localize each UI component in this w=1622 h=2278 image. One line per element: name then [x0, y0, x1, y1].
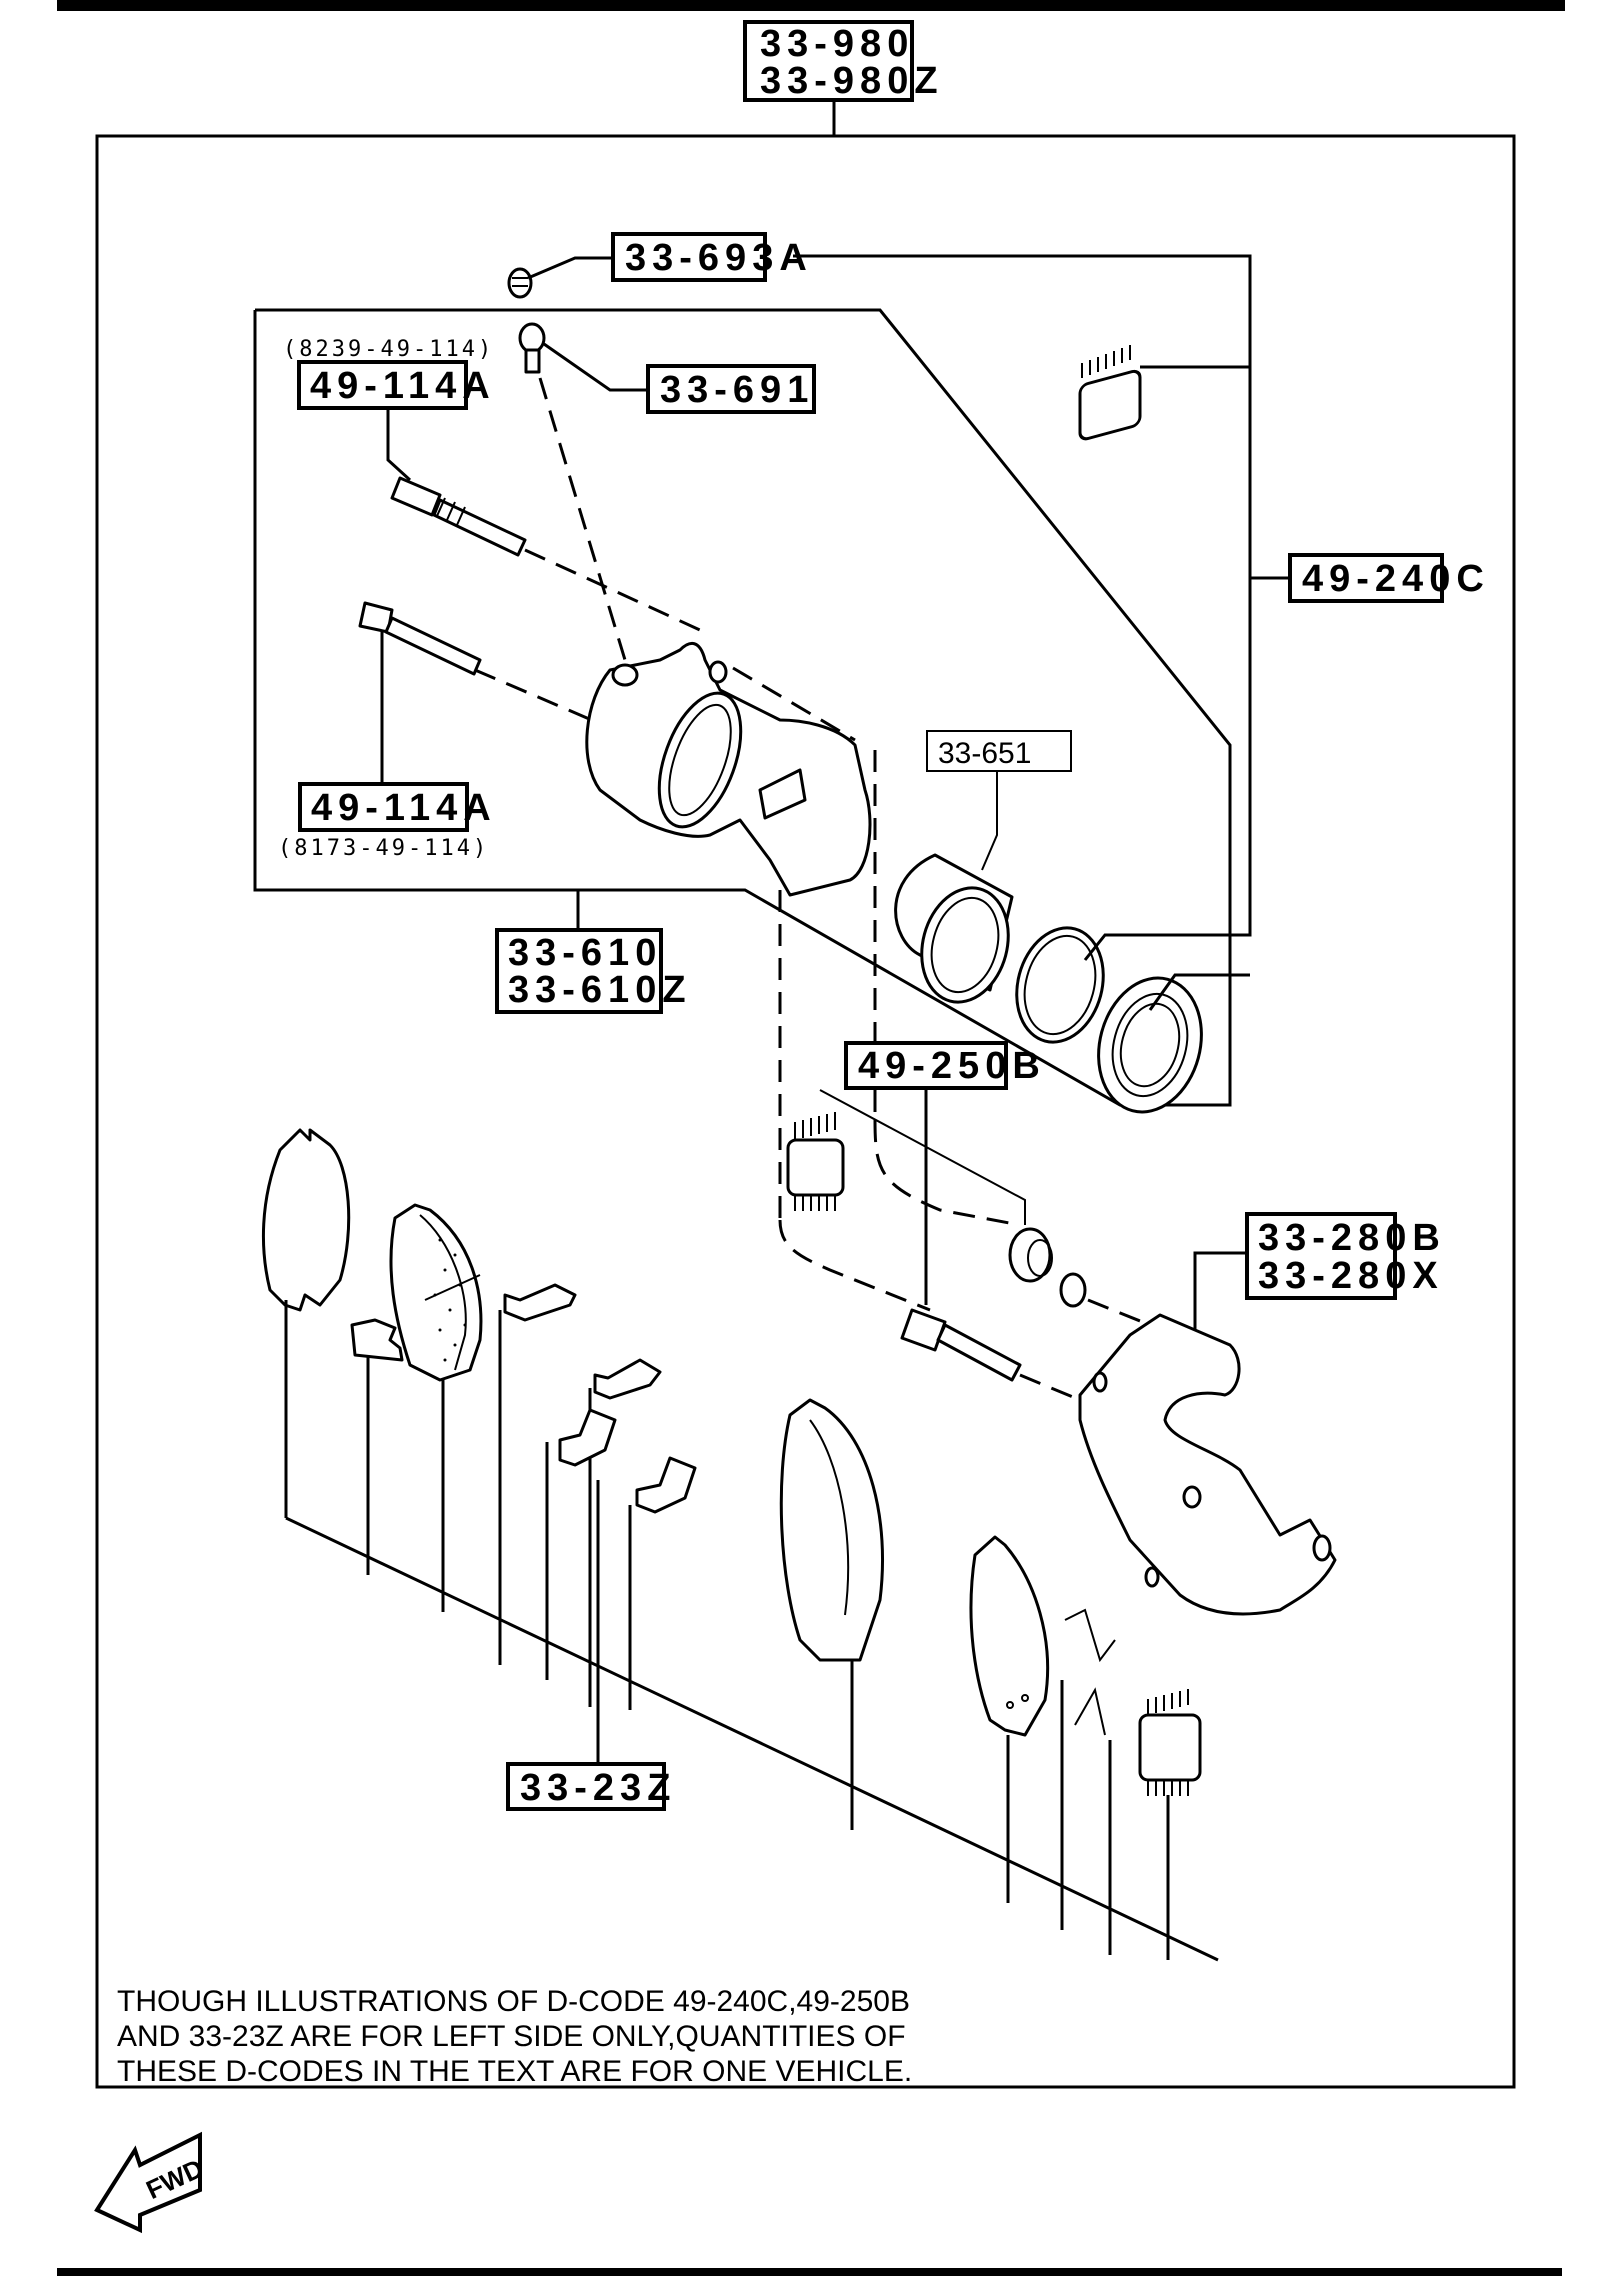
assembly-label-line1: 33-980 — [760, 23, 914, 65]
pad-set-label: 33-23Z — [520, 1767, 676, 1809]
footnote-line3: THESE D-CODES IN THE TEXT ARE FOR ONE VE… — [117, 2055, 912, 2088]
footnote-line1: THOUGH ILLUSTRATIONS OF D-CODE 49-240C,4… — [117, 1985, 910, 2018]
caliper-body-label-line2: 33-610Z — [508, 969, 692, 1011]
grease-packet-icon — [1078, 345, 1142, 441]
mounting-support-part — [1078, 1313, 1337, 1616]
callout-boot-kit[interactable]: 49-250B — [844, 1041, 1046, 1090]
mounting-support-label-line1: 33-280B — [1258, 1217, 1446, 1259]
anti-rattle-clip-2-part — [593, 1358, 662, 1400]
callout-mounting-support[interactable]: 33-280B 33-280X — [1245, 1212, 1446, 1300]
brake-pad-inner-part — [389, 1203, 483, 1382]
guide-pin-lower-subcode: (8173-49-114) — [278, 836, 489, 861]
dust-boot-part — [1097, 976, 1203, 1114]
fwd-arrow-icon: FWD — [94, 2131, 208, 2234]
anti-rattle-clip-3-part — [558, 1408, 617, 1467]
callout-piston[interactable]: 33-651 — [926, 730, 1072, 772]
callout-seal-kit[interactable]: 49-240C — [1288, 553, 1490, 603]
pad-clip-part — [350, 1318, 404, 1362]
anti-rattle-clip-1-part — [503, 1283, 577, 1322]
mounting-support-label-line2: 33-280X — [1258, 1255, 1444, 1297]
guide-boot-part — [1008, 1227, 1053, 1283]
caliper-body-label-line1: 33-610 — [508, 932, 662, 974]
guide-pin-lower-label: 49-114A — [311, 787, 497, 829]
guide-pin-upper-part — [390, 476, 527, 557]
boot-kit-label: 49-250B — [858, 1045, 1046, 1087]
guide-pin-part — [900, 1308, 1022, 1382]
wear-indicator-part — [1064, 1608, 1116, 1736]
anti-rattle-clip-4-part — [635, 1456, 697, 1514]
caliper-body-part — [585, 642, 872, 897]
guide-pin-upper-label: 49-114A — [310, 365, 496, 407]
brake-pad-outer-part — [779, 1398, 884, 1662]
pads-baseline — [285, 1516, 1219, 1962]
guide-pin-lower-part — [358, 601, 482, 676]
caliper-group-outline — [253, 308, 1232, 1107]
bleeder-screw-label: 33-691 — [660, 369, 814, 411]
bleeder-screw-part — [518, 322, 546, 374]
footnote-line2: AND 33-23Z ARE FOR LEFT SIDE ONLY,QUANTI… — [117, 2020, 906, 2053]
pad-shim-inner-part — [969, 1535, 1050, 1737]
callout-bleeder-cap[interactable]: 33-693A — [611, 232, 813, 282]
top-rule — [57, 0, 1565, 11]
guide-pin-upper-subcode: (8239-49-114) — [283, 337, 494, 362]
footnote: THOUGH ILLUSTRATIONS OF D-CODE 49-240C,4… — [117, 1985, 912, 2088]
grease-packet-icon-2 — [786, 1112, 845, 1211]
assembly-frame — [95, 134, 1516, 2089]
callout-bleeder-screw[interactable]: 33-691 — [646, 364, 816, 414]
bleeder-cap-label: 33-693A — [625, 237, 813, 279]
pad-shim-outer-part — [261, 1128, 351, 1312]
bottom-rule — [57, 2268, 1562, 2276]
callout-guide-pin-lower[interactable]: 49-114A — [298, 782, 497, 832]
callout-guide-pin-upper[interactable]: 49-114A — [297, 360, 496, 410]
seal-kit-label: 49-240C — [1302, 558, 1490, 600]
callout-pad-set[interactable]: 33-23Z — [506, 1762, 676, 1811]
callout-assembly[interactable]: 33-980 33-980Z — [743, 20, 944, 102]
assembly-label-line2: 33-980Z — [760, 60, 944, 102]
piston-part — [894, 853, 1014, 1004]
bushing-part — [1059, 1272, 1087, 1308]
callout-caliper-body[interactable]: 33-610 33-610Z — [495, 928, 692, 1014]
piston-label: 33-651 — [938, 737, 1031, 770]
piston-seal-part — [1015, 926, 1105, 1044]
grease-packet-icon-3 — [1138, 1689, 1202, 1796]
bleeder-cap-part — [507, 267, 533, 299]
